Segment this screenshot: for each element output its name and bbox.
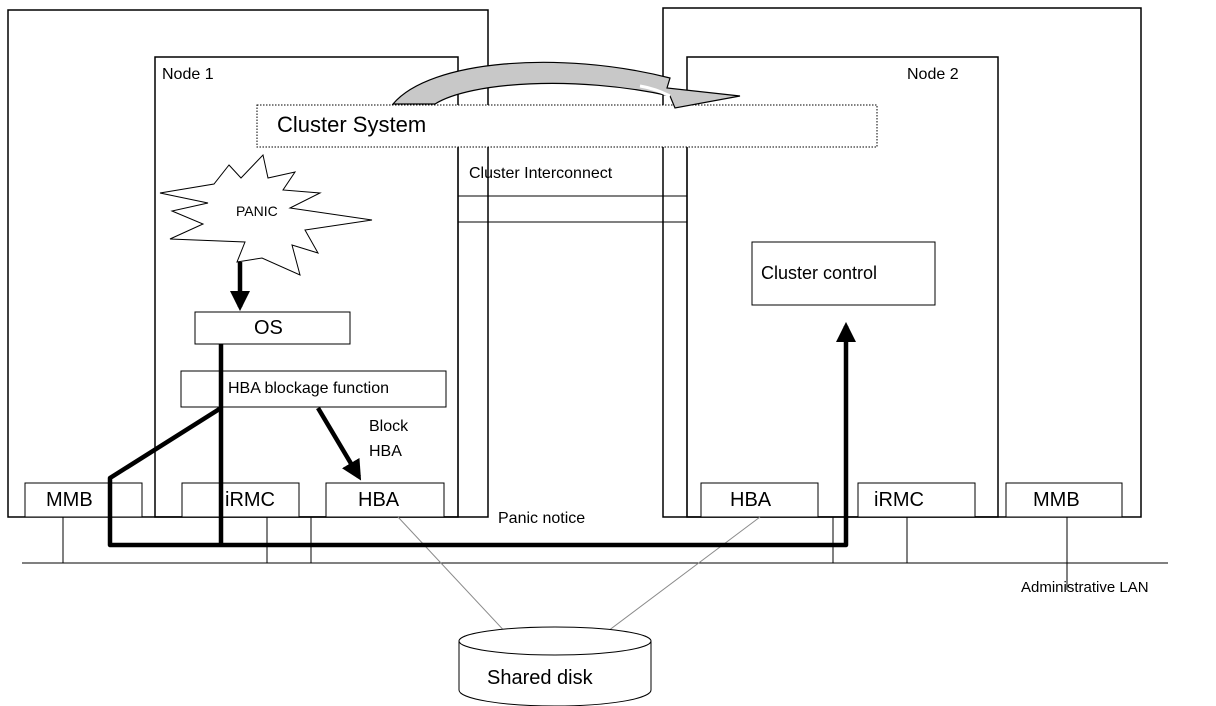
irmc-right-box	[857, 482, 976, 518]
block-hba-label-line1: Block	[369, 418, 409, 435]
mmb-left-box	[24, 482, 143, 518]
failover-arrow	[391, 61, 741, 109]
hba-blockage-label: HBA blockage function	[228, 380, 389, 397]
panic-label: PANIC	[236, 203, 278, 219]
hba-right-label: HBA	[730, 489, 772, 511]
block-hba-label-line2: HBA	[369, 443, 402, 460]
cluster-interconnect-label: Cluster Interconnect	[469, 165, 613, 182]
cluster-system-box	[256, 104, 878, 148]
mmb-right-box	[1005, 482, 1123, 518]
admin-lan-label: Administrative LAN	[1021, 579, 1149, 596]
shared-disk-label: Shared disk	[487, 667, 593, 689]
disk-connections	[397, 516, 761, 638]
node2-label: Node 2	[907, 66, 959, 83]
os-label: OS	[254, 317, 283, 339]
panic-notice-label: Panic notice	[498, 510, 586, 527]
cluster-control-box	[751, 241, 936, 306]
mmb-right-label: MMB	[1033, 489, 1080, 511]
administrative-lan	[22, 517, 1168, 590]
shared-disk-cylinder	[458, 626, 652, 706]
hba-left-label: HBA	[358, 489, 400, 511]
irmc-left-label: iRMC	[225, 489, 275, 511]
cluster-system-label: Cluster System	[277, 112, 427, 137]
cluster-interconnect-bus	[457, 148, 688, 517]
panic-signal-paths	[107, 262, 857, 548]
hba-left-box	[325, 482, 445, 518]
irmc-left-box	[181, 482, 300, 518]
os-box	[194, 311, 351, 345]
irmc-right-label: iRMC	[874, 489, 924, 511]
panic-starburst	[159, 153, 373, 276]
cluster-control-label: Cluster control	[761, 263, 878, 283]
hba-blockage-box	[180, 370, 447, 408]
node1-label: Node 1	[162, 66, 214, 83]
mmb-left-label: MMB	[46, 489, 93, 511]
